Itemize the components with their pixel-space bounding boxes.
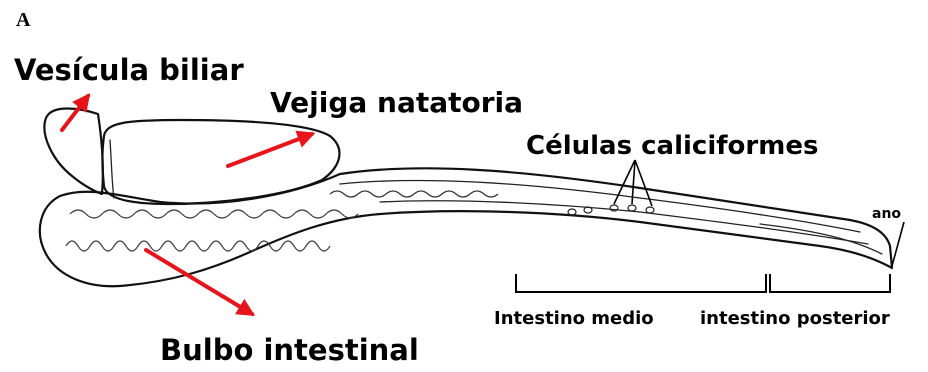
posterior-intestine-label: intestino posterior xyxy=(700,308,890,329)
panel-label: A xyxy=(16,9,31,31)
intestinal-bulb-inner-folds xyxy=(66,241,330,251)
intestine-lumen-upper xyxy=(340,180,860,232)
anterior-intestine-folds xyxy=(330,191,498,197)
intestinal-bulb-label: Bulbo intestinal xyxy=(160,333,419,367)
swim-bladder-label: Vejiga natatoria xyxy=(270,86,523,119)
gallbladder-outline xyxy=(44,109,102,195)
swim-bladder-arrow xyxy=(228,134,312,166)
anus-pointer xyxy=(892,222,904,266)
intestinal-bulb-mucosal-folds xyxy=(70,210,358,218)
posterior-intestine-bracket xyxy=(770,274,890,292)
swim-bladder-inner-line xyxy=(110,140,114,198)
swim-bladder-outline xyxy=(103,120,340,204)
intestine-outer-wall xyxy=(40,168,892,286)
anus-label: ano xyxy=(872,206,901,222)
gallbladder-arrow xyxy=(62,96,88,130)
gallbladder-label: Vesícula biliar xyxy=(14,53,244,87)
intestine-lumen-lower xyxy=(380,201,868,244)
posterior-intestine-line xyxy=(760,224,882,254)
intestinal-bulb-arrow xyxy=(146,250,252,314)
goblet-cells-label: Células caliciformes xyxy=(526,131,818,161)
mid-intestine-bracket xyxy=(516,274,766,292)
mid-intestine-label: Intestino medio xyxy=(494,308,654,329)
